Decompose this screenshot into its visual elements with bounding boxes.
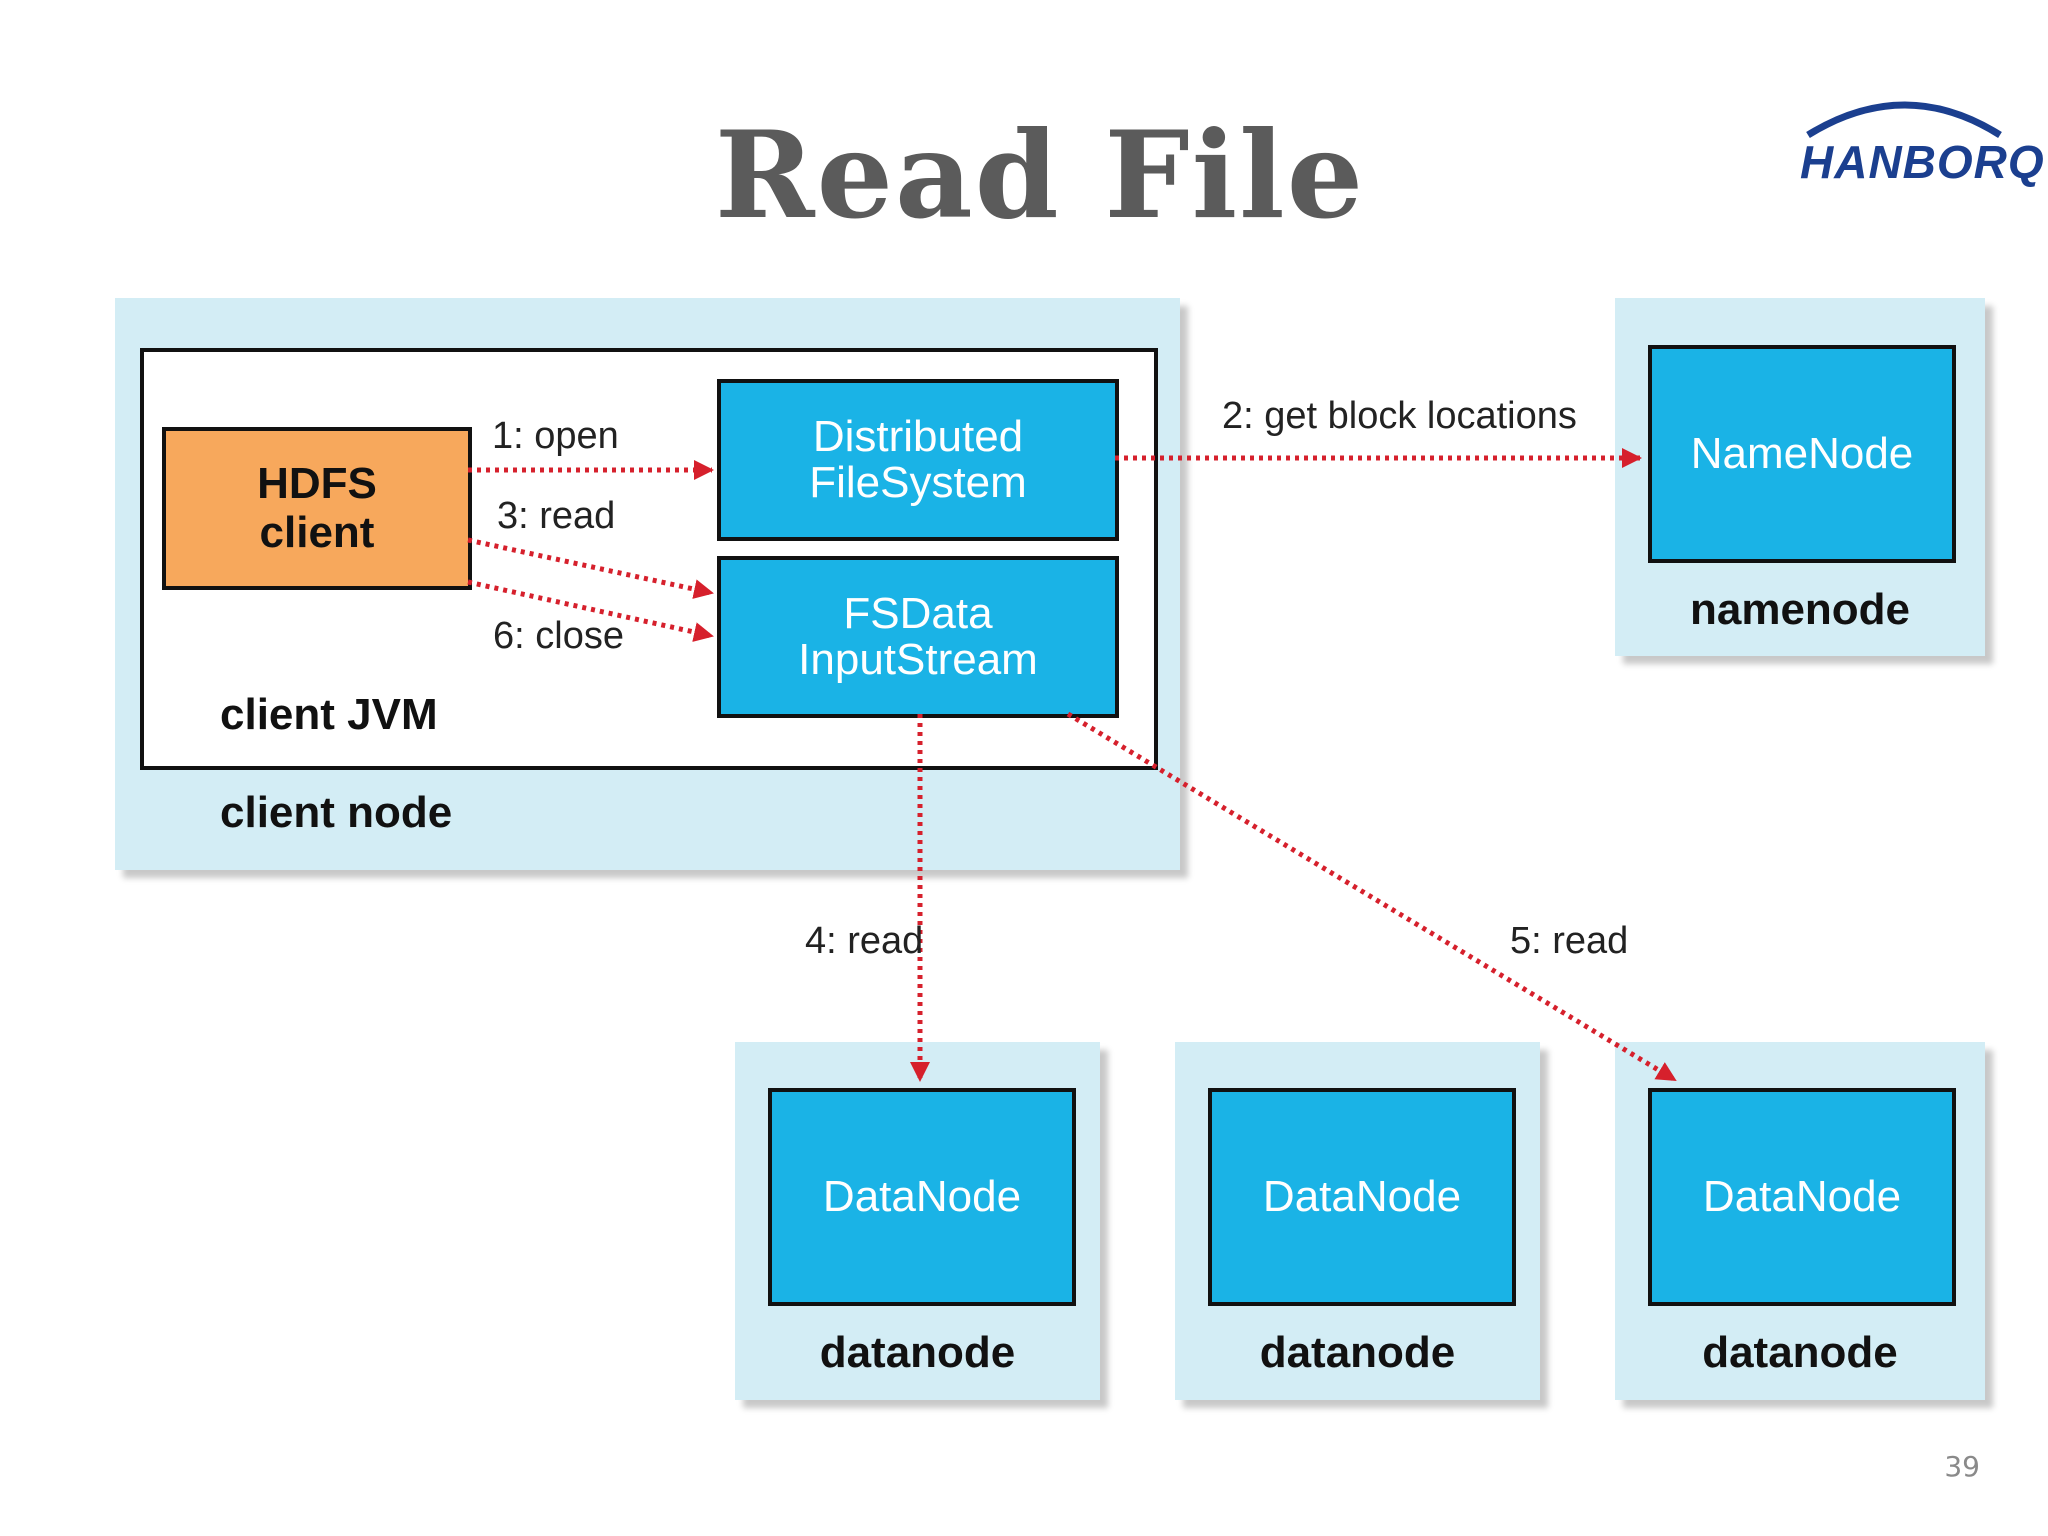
- client-node-label: client node: [220, 788, 453, 837]
- datanode-2-box: DataNode: [1208, 1088, 1516, 1306]
- datanode-3-box: DataNode: [1648, 1088, 1956, 1306]
- page-title: Read File: [714, 105, 1366, 246]
- datanode-1-box: DataNode: [768, 1088, 1076, 1306]
- namenode-box: NameNode: [1648, 345, 1956, 563]
- edge-label-close: 6: close: [493, 615, 624, 657]
- edge-label-open: 1: open: [492, 415, 619, 457]
- hanborq-logo: HANBORQ: [1800, 85, 2045, 215]
- edge-label-read-dn3: 5: read: [1510, 920, 1629, 962]
- edge-close: [467, 579, 714, 642]
- edge-label-read-stream: 3: read: [497, 495, 616, 537]
- datanode-3-label: datanode: [1702, 1328, 1898, 1377]
- edge-read-stream: [467, 537, 714, 599]
- datanode-1-label: datanode: [819, 1328, 1016, 1377]
- hdfs-client-box: HDFS client: [162, 427, 472, 590]
- datanode-2-label: datanode: [1259, 1328, 1456, 1377]
- edge-label-get-block-locations: 2: get block locations: [1222, 395, 1577, 437]
- edge-label-read-dn1: 4: read: [805, 920, 924, 962]
- client-jvm-label: client JVM: [220, 690, 438, 739]
- logo-arc-icon: [1806, 101, 2002, 138]
- namenode-label: namenode: [1689, 585, 1911, 634]
- logo-text: HANBORQ: [1800, 136, 2045, 188]
- distributed-filesystem-box: Distributed FileSystem: [717, 379, 1119, 541]
- page-number: 39: [1944, 1450, 1980, 1483]
- edge-read-dn3: [1066, 711, 1677, 1083]
